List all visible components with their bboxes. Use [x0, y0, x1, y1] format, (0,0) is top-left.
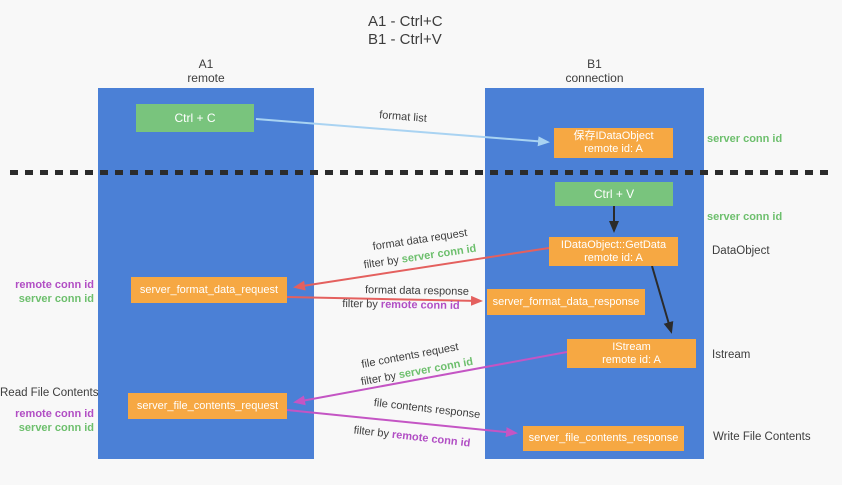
ctrl-v-label: Ctrl + V — [593, 186, 635, 201]
ctrl-c-node: Ctrl + C — [136, 104, 254, 132]
istream-node: IStream remote id: A — [567, 339, 696, 368]
column-b1-subtitle: connection — [565, 71, 624, 85]
column-header-b1: B1 connection — [485, 57, 704, 85]
server-format-data-response-node: server_format_data_response — [487, 289, 645, 315]
ctrl-c-label: Ctrl + C — [174, 110, 216, 125]
save-dataobject-line1: 保存IDataObject — [573, 130, 654, 142]
server-format-data-request-label: server_format_data_request — [139, 283, 279, 296]
server-file-contents-response-node: server_file_contents_response — [523, 426, 684, 451]
column-b1-name: B1 — [587, 57, 602, 71]
title-line-b1: B1 - Ctrl+V — [368, 31, 442, 48]
save-dataobject-line2: remote id: A — [584, 143, 643, 155]
server-conn-id-side-label: server conn id — [18, 422, 94, 434]
remote-conn-id-side-label: remote conn id — [15, 408, 94, 420]
column-a1-name: A1 — [198, 57, 214, 71]
server-format-data-response-label: server_format_data_response — [492, 295, 640, 308]
server-file-contents-request-label: server_file_contents_request — [136, 399, 279, 412]
write-file-contents-label: Write File Contents — [713, 431, 811, 443]
ctrl-v-node: Ctrl + V — [555, 182, 673, 206]
session-divider-dashed-line — [10, 170, 828, 175]
getdata-line2: remote id: A — [584, 251, 643, 264]
server-conn-id-side-label: server conn id — [18, 293, 94, 305]
remote-conn-id-text: remote conn id — [380, 298, 460, 313]
filter-by-text: filter by — [359, 369, 401, 389]
left-conn-id-labels-format: remote conn id server conn id — [0, 278, 94, 306]
server-file-contents-request-node: server_file_contents_request — [128, 393, 287, 419]
remote-conn-id-side-label: remote conn id — [15, 279, 94, 291]
save-dataobject-node: 保存IDataObject remote id: A — [554, 128, 673, 158]
format-list-label: format list — [378, 109, 428, 125]
read-file-contents-label: Read File Contents — [0, 387, 99, 399]
istream-side-label: Istream — [712, 349, 751, 361]
left-conn-id-labels-file: remote conn id server conn id — [0, 407, 94, 435]
filter-by-text: filter by — [342, 297, 381, 311]
column-header-a1: A1 remote — [98, 57, 314, 85]
istream-line1: IStream — [612, 340, 651, 353]
format-data-response-label: format data response — [364, 284, 470, 298]
diagram-title: A1 - Ctrl+C B1 - Ctrl+V — [368, 13, 443, 49]
dataobject-side-label: DataObject — [712, 245, 770, 257]
filter-by-remote-conn-id-label-1: filter by remote conn id — [342, 298, 460, 312]
column-a1-subtitle: remote — [187, 71, 225, 85]
getdata-node: IDataObject::GetData remote id: A — [549, 237, 678, 266]
filter-by-remote-conn-id-label-2: filter by remote conn id — [353, 424, 471, 449]
remote-conn-id-text: remote conn id — [391, 428, 471, 450]
server-format-data-request-node: server_format_data_request — [131, 277, 287, 303]
filter-by-text: filter by — [362, 253, 403, 272]
filter-by-text: filter by — [353, 424, 393, 441]
file-contents-response-label: file contents response — [373, 396, 481, 422]
server-conn-id-side-label-mid: server conn id — [707, 211, 783, 223]
server-file-contents-response-label: server_file_contents_response — [528, 432, 679, 444]
title-line-a1: A1 - Ctrl+C — [368, 13, 443, 30]
istream-line2: remote id: A — [602, 353, 661, 366]
getdata-line1: IDataObject::GetData — [560, 238, 667, 251]
server-conn-id-side-label-top: server conn id — [707, 133, 783, 145]
